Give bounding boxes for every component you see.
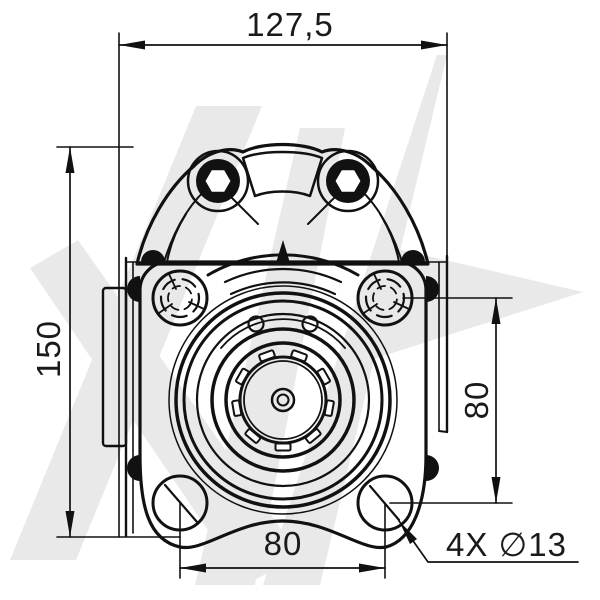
pump-body — [101, 142, 449, 550]
dimension-label: 150 — [30, 320, 67, 378]
arrow-down-icon — [65, 511, 75, 537]
dimension-height-left: 150 — [30, 146, 181, 538]
dowel-pin-right — [301, 315, 319, 333]
hex-socket-icon — [334, 169, 362, 193]
bell-top-boss — [241, 150, 324, 198]
dimension-width-top: 127,5 — [118, 6, 448, 538]
pin-circle-arc — [220, 318, 346, 349]
arrow-left-icon — [119, 40, 145, 50]
dimension-label: 80 — [458, 381, 495, 420]
splined-shaft — [231, 349, 335, 452]
arrow-left-icon — [180, 563, 206, 573]
dimension-label: 127,5 — [246, 6, 334, 43]
bell-housing — [135, 142, 430, 296]
leader-arrow-icon — [399, 521, 417, 544]
dimension-hole-spacing-bottom: 80 — [179, 502, 386, 579]
rear-bolts — [127, 250, 439, 481]
dowel-pin-left — [247, 315, 265, 333]
side-wall-right — [438, 254, 449, 434]
shaft-center-hole — [270, 387, 296, 413]
arrow-right-icon — [359, 563, 385, 573]
hole-callout-leader: 4X ∅13 — [398, 520, 579, 563]
hex-socket-icon — [204, 169, 232, 193]
arrow-down-icon — [491, 477, 501, 503]
dimension-hole-spacing-right: 80 — [389, 297, 513, 504]
socket-bolt-left — [186, 149, 250, 213]
socket-bolt-right — [316, 149, 380, 213]
cast-arrow-mark — [276, 240, 290, 263]
flange-hole-top-left — [151, 269, 209, 327]
arrow-up-icon — [65, 147, 75, 173]
arrow-right-icon — [421, 40, 447, 50]
port-flange-plate — [101, 286, 128, 448]
side-port-left — [101, 256, 134, 538]
hole-callout-label: 4X ∅13 — [446, 526, 567, 563]
center-boss — [168, 285, 398, 515]
arrow-up-icon — [491, 298, 501, 324]
dimension-label: 80 — [264, 525, 303, 562]
